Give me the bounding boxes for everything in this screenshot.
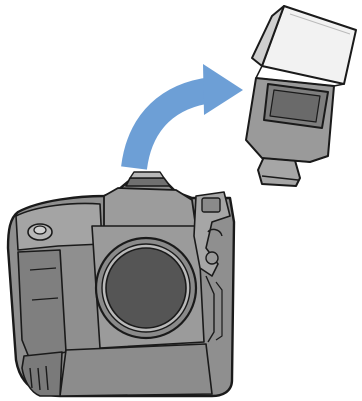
- top-left-plate: [16, 204, 102, 251]
- mount-arrow: [134, 64, 243, 168]
- flash-unit: [246, 6, 356, 186]
- mount-arrow-shaft: [134, 90, 212, 168]
- mount-arrow-head: [203, 64, 243, 115]
- af-assist-lamp: [202, 198, 220, 212]
- lens-release-button: [206, 252, 218, 264]
- battery-grip: [60, 344, 212, 396]
- hand-grip: [18, 250, 66, 360]
- camera-body: [8, 172, 234, 396]
- lens-mount: [106, 248, 186, 328]
- prism-housing: [104, 188, 196, 228]
- accessory-shoe: [126, 178, 170, 186]
